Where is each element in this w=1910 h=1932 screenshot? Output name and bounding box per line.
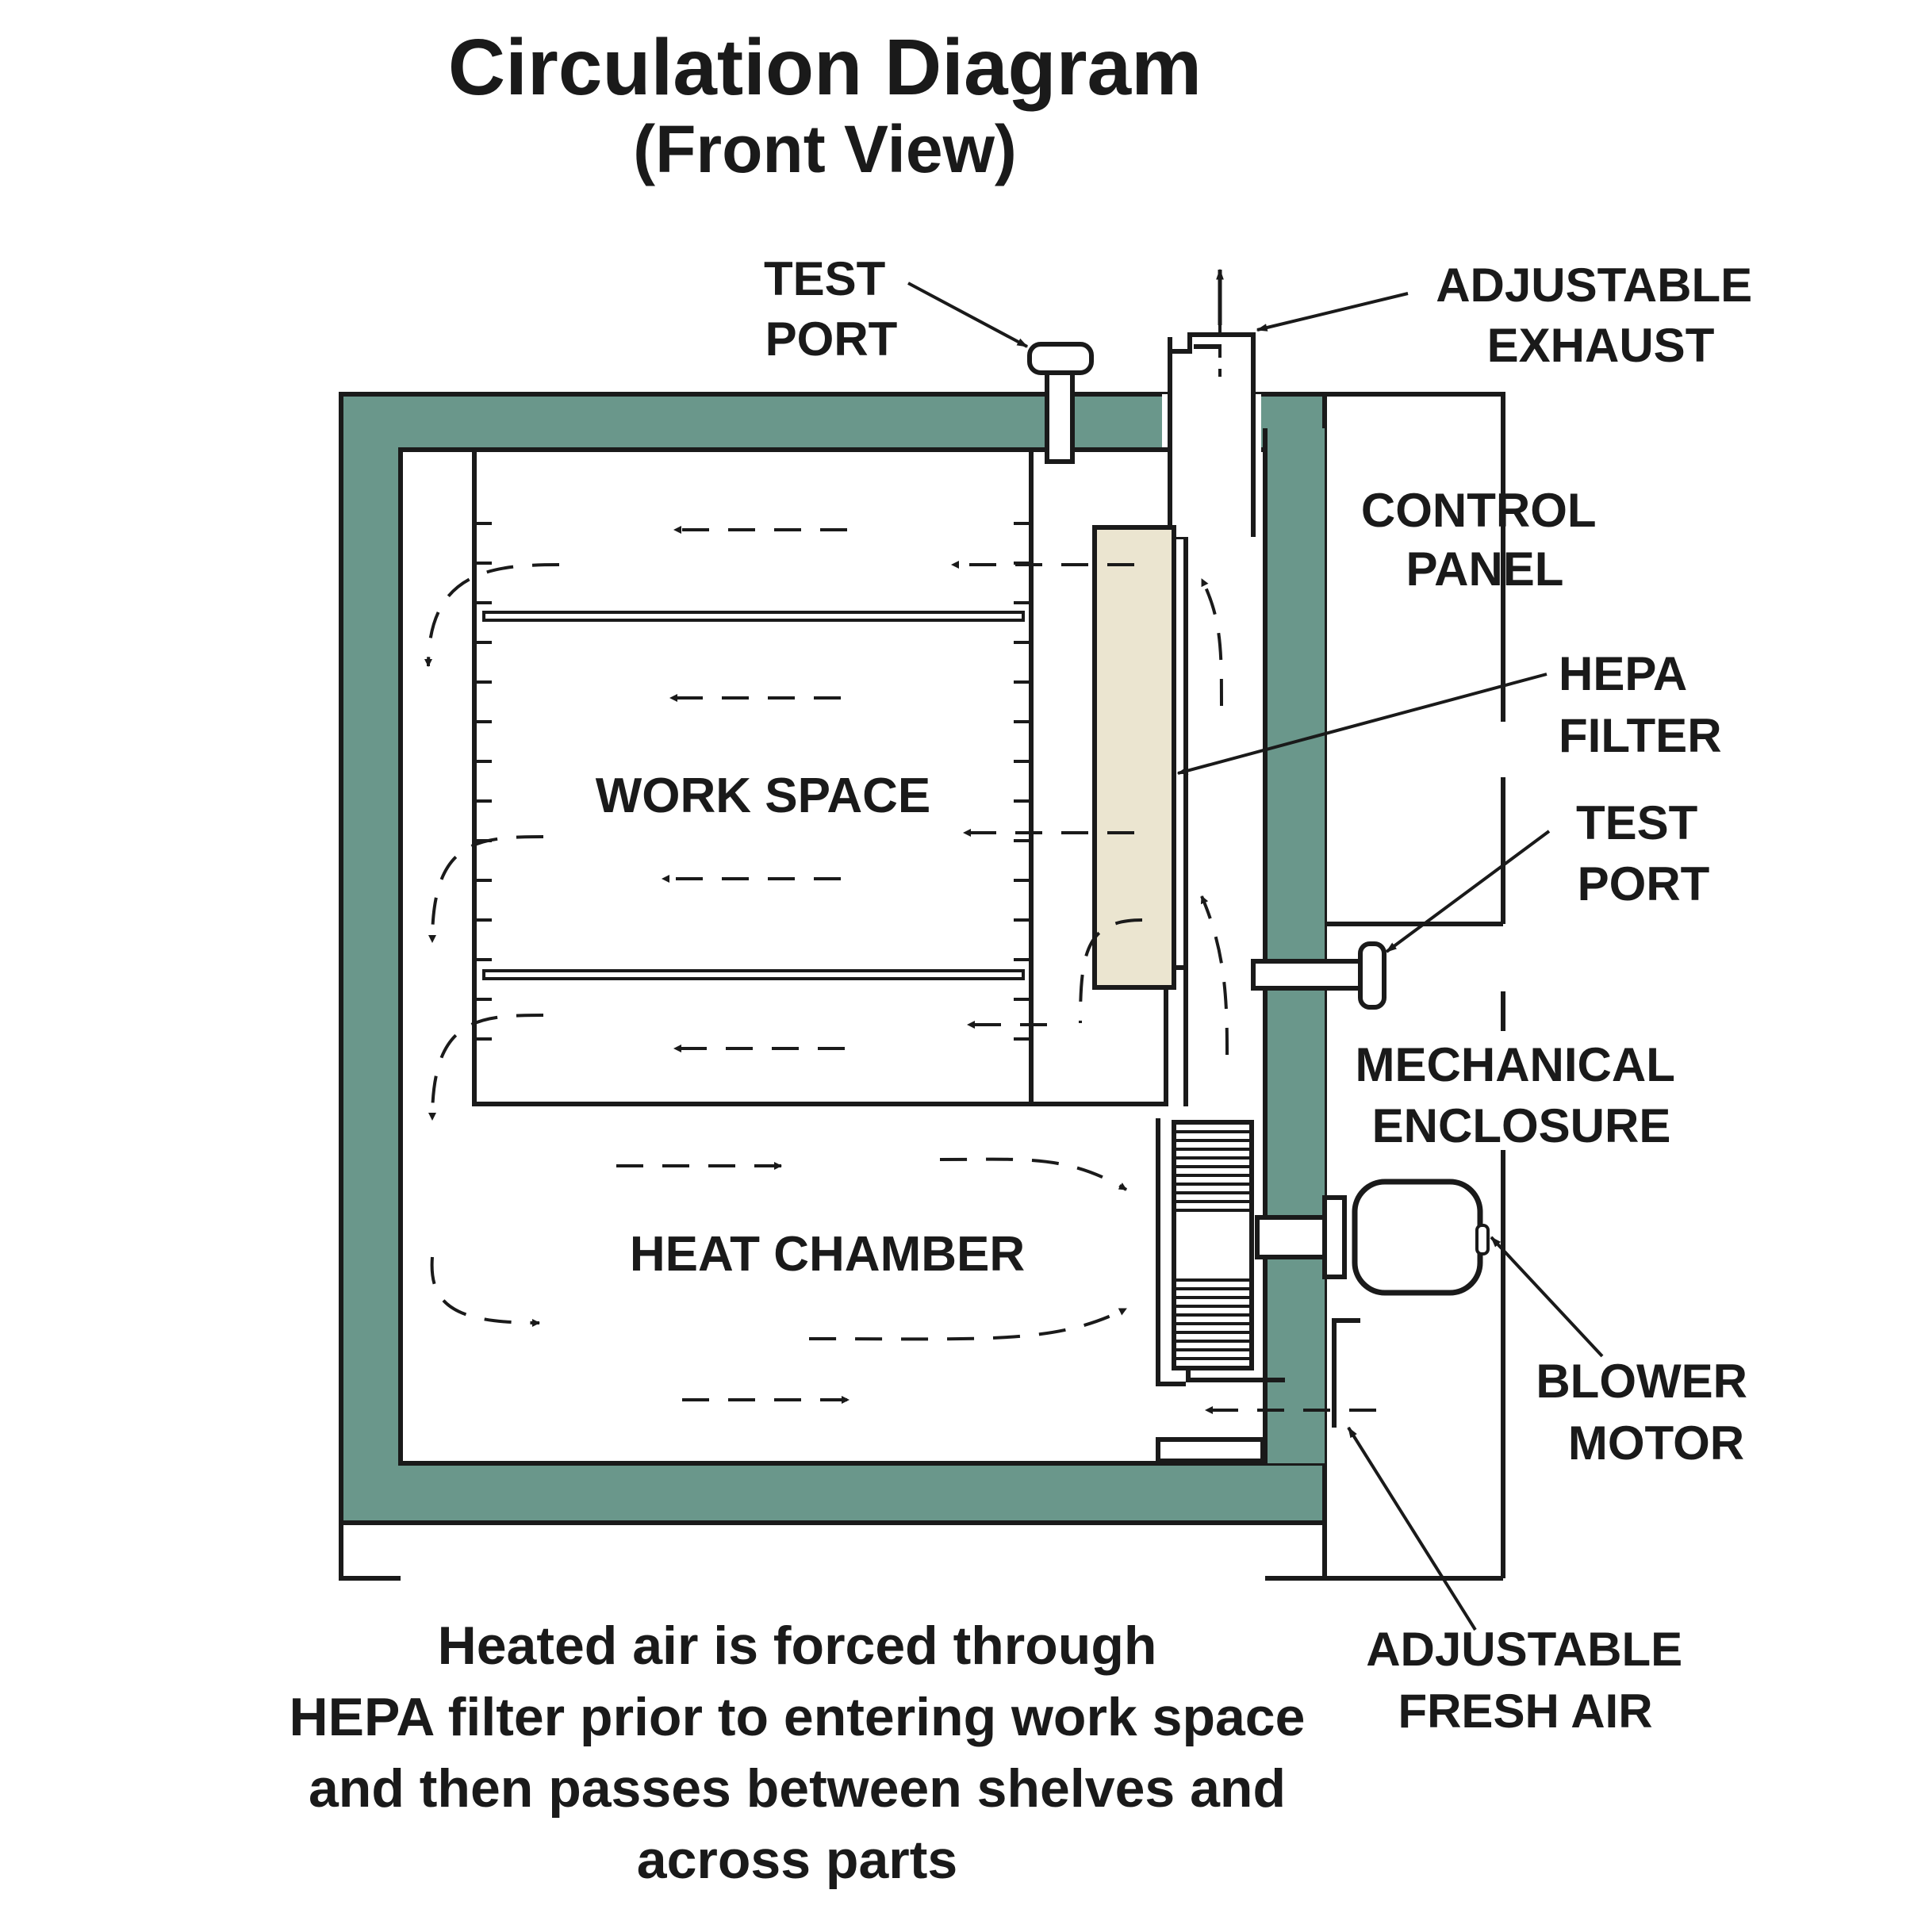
label-work-space: WORK SPACE	[596, 769, 931, 823]
label-test-port-side: TEST PORT	[1576, 796, 1711, 910]
exhaust-stack	[1168, 332, 1256, 537]
lower-shelf	[482, 969, 1025, 980]
label-hepa-filter: HEPA FILTER	[1559, 647, 1722, 762]
fresh-air-damper	[1156, 1318, 1360, 1463]
label-adjustable-fresh-air: ADJUSTABLE FRESH AIR	[1366, 1623, 1696, 1738]
blower-shaft	[1255, 1195, 1347, 1279]
diagram-title: Circulation Diagram	[447, 23, 1202, 112]
label-heat-chamber: HEAT CHAMBER	[630, 1227, 1025, 1282]
diagram-caption: Heated air is forced through HEPA filter…	[190, 1610, 1404, 1896]
caption-line: Heated air is forced through	[437, 1616, 1157, 1676]
caption-line: and then passes between shelves and	[308, 1758, 1286, 1819]
caption-line: across parts	[636, 1830, 958, 1890]
test-port-top	[1027, 342, 1094, 464]
work-space-box	[472, 447, 1034, 1106]
label-test-port-top: TEST PORT	[764, 252, 899, 366]
blower-wheel	[1156, 1118, 1254, 1386]
shelves	[482, 611, 1025, 980]
control-enclosure	[1325, 392, 1505, 1581]
label-blower-motor: BLOWER MOTOR	[1536, 1355, 1760, 1470]
label-mechanical-enclosure: MECHANICAL ENCLOSURE	[1356, 1038, 1688, 1152]
blower-motor	[1352, 1179, 1483, 1296]
leader-lines	[907, 282, 1604, 1631]
caption-line: HEPA filter prior to entering work space	[289, 1687, 1306, 1747]
hepa-filter	[1092, 525, 1176, 990]
motor-cap	[1475, 1224, 1490, 1255]
label-adjustable-exhaust: ADJUSTABLE EXHAUST	[1436, 259, 1766, 372]
label-control-panel: CONTROL PANEL	[1361, 484, 1609, 596]
airflow-arrows	[424, 526, 1376, 1414]
diagram-subtitle: (Front View)	[633, 112, 1017, 186]
test-port-side	[1251, 941, 1386, 1010]
oven-base	[339, 1523, 1327, 1581]
upper-shelf	[482, 611, 1025, 622]
